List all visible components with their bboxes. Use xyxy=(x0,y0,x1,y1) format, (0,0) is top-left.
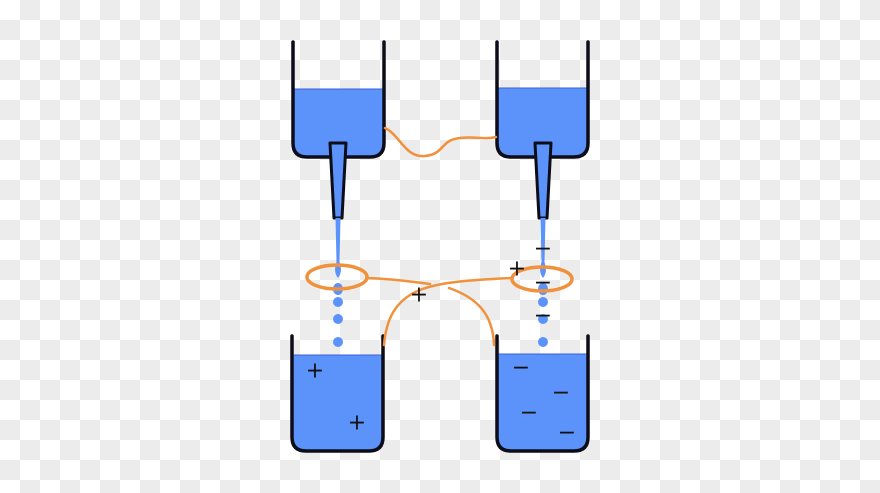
bottom-left-beaker-icon xyxy=(290,334,385,453)
bottom-right-water xyxy=(497,354,588,451)
right-water-stream xyxy=(540,218,546,278)
left-water-drop-icon xyxy=(333,297,343,307)
left-water-stream xyxy=(335,218,341,278)
minus-charge-label: − xyxy=(520,401,538,426)
bottom-left-water xyxy=(292,355,383,451)
plus-charge-label: + xyxy=(410,283,428,308)
top-left-water xyxy=(293,89,384,157)
minus-charge-label: − xyxy=(534,237,552,262)
plus-charge-label: + xyxy=(348,411,366,436)
minus-charge-label: − xyxy=(558,421,576,446)
left-ring-wire xyxy=(365,276,432,286)
plus-charge-label: + xyxy=(508,257,526,282)
right-water-drop-icon xyxy=(538,314,548,324)
minus-charge-label: − xyxy=(534,304,552,329)
right-water-drop-icon xyxy=(538,337,548,347)
right-nozzle-icon xyxy=(533,141,553,220)
right-ring-wire-to-left-beaker xyxy=(382,276,514,347)
minus-charge-label: − xyxy=(552,381,570,406)
minus-charge-label: − xyxy=(534,271,552,296)
left-ring-wire-to-right-beaker xyxy=(447,286,496,347)
minus-charge-label: − xyxy=(512,356,530,381)
top-right-water xyxy=(497,88,588,157)
top-connecting-wire xyxy=(383,126,498,158)
bottom-right-beaker-icon xyxy=(495,334,590,453)
right-water-drop-icon xyxy=(538,297,548,307)
left-water-drop-icon xyxy=(333,337,343,347)
left-nozzle-icon xyxy=(328,141,348,220)
left-water-drop-icon xyxy=(333,314,343,324)
plus-charge-label: + xyxy=(306,359,324,384)
